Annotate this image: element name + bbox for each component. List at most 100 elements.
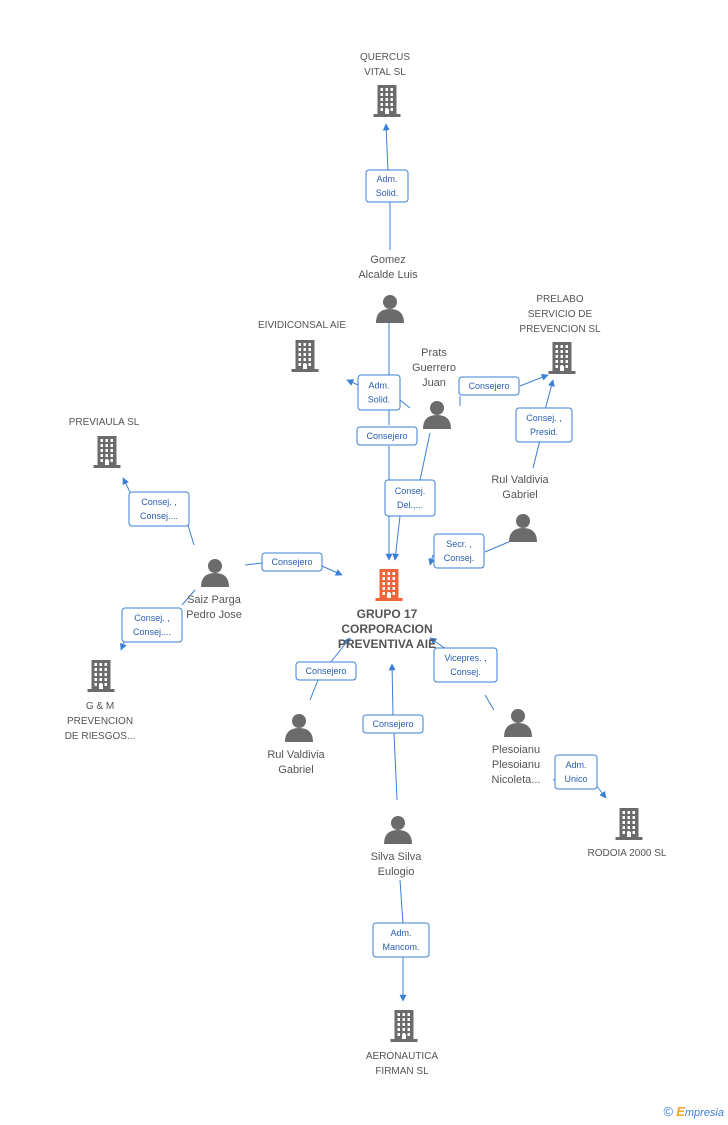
edge-line <box>309 679 319 701</box>
edge-saiz-to-gm[interactable]: Consej. ,Consej.... <box>120 589 196 651</box>
node-label: Silva Silva <box>371 851 423 863</box>
edge-label-text: Consej. , <box>526 413 562 423</box>
edge-saiz-to-grupo17[interactable]: Consejero <box>244 552 343 576</box>
edge-label-box[interactable] <box>365 169 409 203</box>
edge-label-box[interactable] <box>128 491 190 527</box>
node-plesoianu[interactable]: PlesoianuPlesoianuNicoleta... <box>492 709 541 786</box>
edge-label-text: Consej. , <box>141 497 177 507</box>
edge-line <box>181 589 196 606</box>
node-eividiconsal[interactable]: EIVIDICONSAL AIE <box>258 320 346 372</box>
edge-line <box>382 123 390 173</box>
edge-label-box[interactable] <box>295 661 357 681</box>
edge-label-box[interactable] <box>357 374 401 411</box>
edge-label-box[interactable] <box>261 552 323 572</box>
edge-label-text: Consej.... <box>140 511 178 521</box>
node-label: SERVICIO DE <box>528 309 593 320</box>
edge-line <box>187 524 195 546</box>
edge-prats-to-grupo17[interactable]: Consej.Del.,... <box>384 432 436 561</box>
node-label: Rul Valdivia <box>267 749 325 761</box>
edge-prats-to-prelabo[interactable]: Consejero <box>458 374 549 406</box>
edge-plesoianu-to-grupo17[interactable]: Vicepres. ,Consej. <box>429 637 498 711</box>
node-label: PREVENTIVA AIE <box>338 637 436 651</box>
brand-logo-initial: E <box>676 1104 685 1119</box>
edge-label-text: Mancom. <box>382 942 419 952</box>
edge-line <box>419 432 431 481</box>
edge-label-text: Consej. <box>450 667 481 677</box>
footer-brand[interactable]: © Empresia <box>664 1104 724 1119</box>
edge-gomez-to-quercus[interactable]: Adm.Solid. <box>365 123 409 250</box>
node-label: PREVENCION SL <box>519 324 601 335</box>
node-label: Alcalde Luis <box>358 269 418 281</box>
edge-line <box>393 732 398 801</box>
node-label: Prats <box>421 347 447 359</box>
edge-prats-to-eividiconsal[interactable]: Adm.Solid. <box>346 374 411 411</box>
person-icon <box>376 295 404 323</box>
edge-plesoianu-to-rodoia[interactable]: Adm.Unico <box>552 754 607 799</box>
edge-label-box[interactable] <box>433 533 485 569</box>
edge-line <box>595 784 607 799</box>
edges-layer: Adm.Solid.ConsejeroAdm.Solid.Consej.Del.… <box>120 123 607 1002</box>
edge-label-text: Adm. <box>565 760 586 770</box>
node-label: Gabriel <box>502 489 537 501</box>
building-icon <box>93 436 121 468</box>
edge-label-text: Consejero <box>468 381 509 391</box>
node-label: AERONAUTICA <box>366 1051 439 1062</box>
edge-label-box[interactable] <box>384 479 436 517</box>
edge-rul1-to-prelabo[interactable]: Consej. , Presid. <box>515 379 573 469</box>
copyright-symbol: © <box>663 1104 674 1119</box>
node-label: EIVIDICONSAL AIE <box>258 320 346 331</box>
edge-rul1-to-grupo17[interactable]: Secr. ,Consej. <box>428 533 526 569</box>
edge-label-box[interactable] <box>515 407 573 443</box>
building-icon <box>548 342 576 374</box>
building-icon <box>390 1010 418 1042</box>
edge-label-box[interactable] <box>121 607 183 643</box>
edge-label-box[interactable] <box>433 647 498 683</box>
edge-label-box[interactable] <box>362 714 424 734</box>
node-label: Plesoianu <box>492 744 540 756</box>
edge-line <box>519 374 549 387</box>
edge-label-box[interactable] <box>372 922 430 958</box>
building-icon <box>373 85 401 117</box>
edge-line <box>329 637 351 664</box>
edge-label-text: Consejero <box>271 557 312 567</box>
edge-line <box>244 562 263 566</box>
edge-rul2-to-grupo17[interactable]: Consejero <box>295 637 357 701</box>
person-icon <box>384 816 412 844</box>
node-rodoia[interactable]: RODOIA 2000 SL <box>588 808 667 859</box>
edge-saiz-to-previaula[interactable]: Consej. , Consej.... <box>122 477 195 546</box>
person-icon <box>509 514 537 542</box>
edge-label-box[interactable] <box>356 426 418 446</box>
edge-label-text: Consej. <box>444 553 475 563</box>
edge-label-box[interactable] <box>458 376 520 396</box>
edge-silva-to-aeronautica[interactable]: Adm.Mancom. <box>372 879 430 1002</box>
person-icon <box>285 714 313 742</box>
edge-line <box>399 879 404 925</box>
node-label: GRUPO 17 <box>357 607 418 621</box>
edge-line <box>484 694 495 711</box>
edge-silva-to-grupo17[interactable]: Consejero <box>362 663 424 801</box>
edge-label-box[interactable] <box>554 754 598 790</box>
edge-label-text: Consej. <box>395 486 426 496</box>
edge-line <box>428 554 436 566</box>
edge-line <box>122 477 131 493</box>
node-label: G & M <box>86 701 114 712</box>
edge-label-text: Consejero <box>372 719 413 729</box>
node-previaula[interactable]: PREVIAULA SL <box>69 417 140 468</box>
edge-label-text: Presid. <box>530 427 558 437</box>
person-icon <box>504 709 532 737</box>
edge-gomez-to-grupo17[interactable]: Consejero <box>356 323 418 561</box>
node-label: DE RIESGOS... <box>65 731 136 742</box>
